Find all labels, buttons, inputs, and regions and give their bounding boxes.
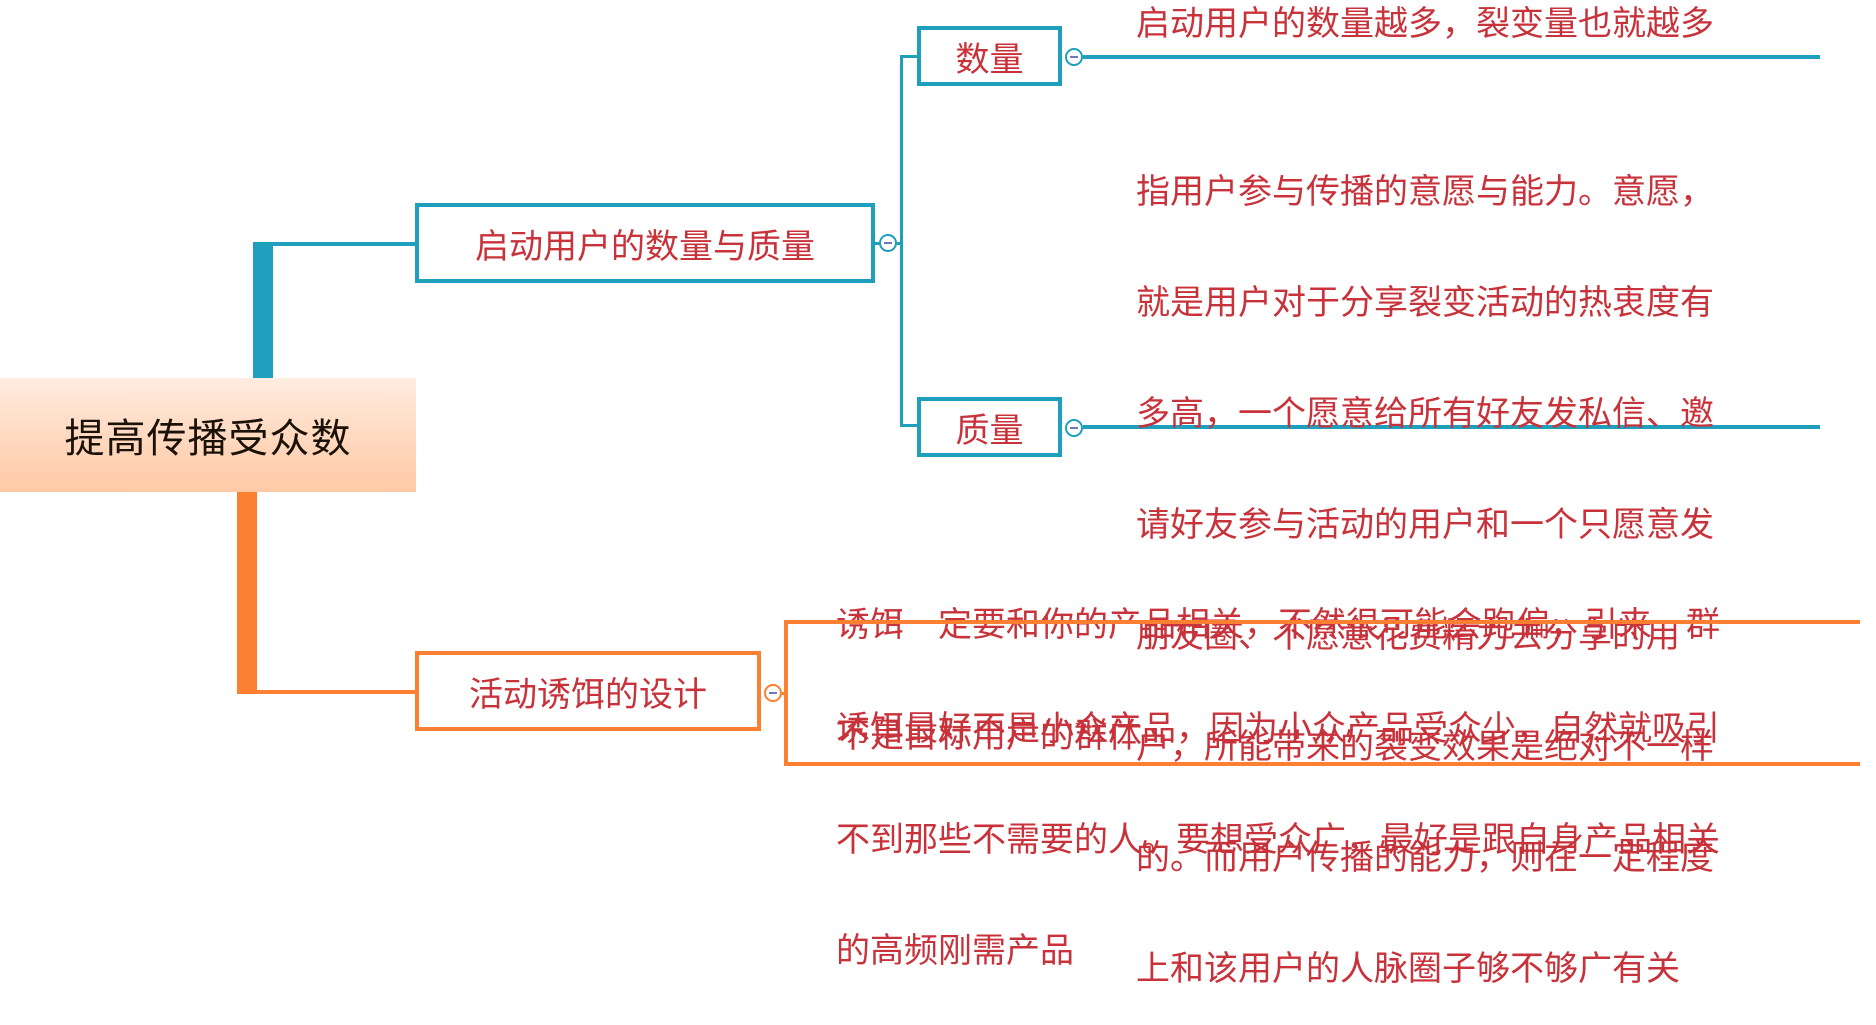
note-underline-quantity bbox=[1083, 55, 1820, 59]
note-line: 请好友参与活动的用户和一个只愿意发 bbox=[1136, 505, 1714, 545]
child-node-label: 质量 bbox=[955, 410, 1024, 451]
note-line: 不到那些不需要的人。要想受众广，最好是跟自身产品相关 bbox=[836, 820, 1720, 860]
collapse-toggle-branch-1[interactable] bbox=[879, 234, 897, 252]
collapse-toggle-branch-2[interactable] bbox=[764, 684, 782, 702]
collapse-toggle-quality[interactable] bbox=[1065, 419, 1083, 437]
branch-node-label: 启动用户的数量与质量 bbox=[475, 226, 815, 267]
note-underline-bait bbox=[784, 762, 1860, 766]
note-line: 就是用户对于分享裂变活动的热衷度有 bbox=[1136, 283, 1714, 323]
note-divider-bait bbox=[784, 620, 1860, 624]
branch-node-quantity-and-quality[interactable]: 启动用户的数量与质量 bbox=[415, 203, 875, 283]
connector-branch-1-to-toggle bbox=[875, 242, 881, 245]
connector-to-quality bbox=[900, 424, 918, 427]
connector-root-to-branch-1-horizontal bbox=[253, 242, 418, 246]
note-line: 启动用户的数量越多，裂变量也就越多 bbox=[1136, 4, 1714, 44]
branch-node-bait-design[interactable]: 活动诱饵的设计 bbox=[415, 651, 761, 731]
connector-root-to-branch-1 bbox=[253, 242, 273, 378]
root-topic-label: 提高传播受众数 bbox=[64, 416, 352, 462]
child-node-quality[interactable]: 质量 bbox=[917, 397, 1062, 457]
note-quantity: 启动用户的数量越多，裂变量也就越多 bbox=[1136, 6, 1714, 43]
note-bait-relevance: 诱饵一定要和你的产品相关，不然很可能会跑偏，引来一群 不是目标用户的群体 bbox=[836, 533, 1720, 792]
root-topic[interactable]: 提高传播受众数 bbox=[0, 378, 416, 492]
connector-branch-1-vertical bbox=[900, 55, 903, 427]
note-underline-quality bbox=[1083, 425, 1820, 429]
note-line: 的高频刚需产品 bbox=[836, 931, 1074, 971]
minus-circle-icon bbox=[884, 242, 892, 244]
note-line: 诱饵一定要和你的产品相关，不然很可能会跑偏，引来一群 bbox=[836, 605, 1720, 645]
note-line: 户，所能带来的裂变效果是绝对不一样 bbox=[1136, 727, 1714, 767]
note-line: 诱饵最好不是小众产品，因为小众产品受众少，自然就吸引 bbox=[836, 709, 1720, 749]
note-line: 指用户参与传播的意愿与能力。意愿， bbox=[1136, 172, 1714, 212]
note-line: 多高，一个愿意给所有好友发私信、邀 bbox=[1136, 394, 1714, 434]
connector-to-quantity bbox=[900, 55, 918, 58]
minus-circle-icon bbox=[769, 692, 777, 694]
note-bait-popularity: 诱饵最好不是小众产品，因为小众产品受众少，自然就吸引 不到那些不需要的人。要想受… bbox=[836, 637, 1720, 1007]
connector-root-to-branch-2-horizontal bbox=[237, 690, 418, 694]
connector-root-to-branch-2 bbox=[237, 492, 257, 694]
collapse-toggle-quantity[interactable] bbox=[1065, 48, 1083, 66]
note-line: 不是目标用户的群体 bbox=[836, 716, 1142, 756]
minus-circle-icon bbox=[1070, 56, 1078, 58]
child-node-label: 数量 bbox=[955, 39, 1024, 80]
connector-branch-2-vertical bbox=[784, 620, 788, 766]
child-node-quantity[interactable]: 数量 bbox=[917, 26, 1062, 86]
minus-circle-icon bbox=[1070, 427, 1078, 429]
branch-node-label: 活动诱饵的设计 bbox=[469, 674, 707, 715]
